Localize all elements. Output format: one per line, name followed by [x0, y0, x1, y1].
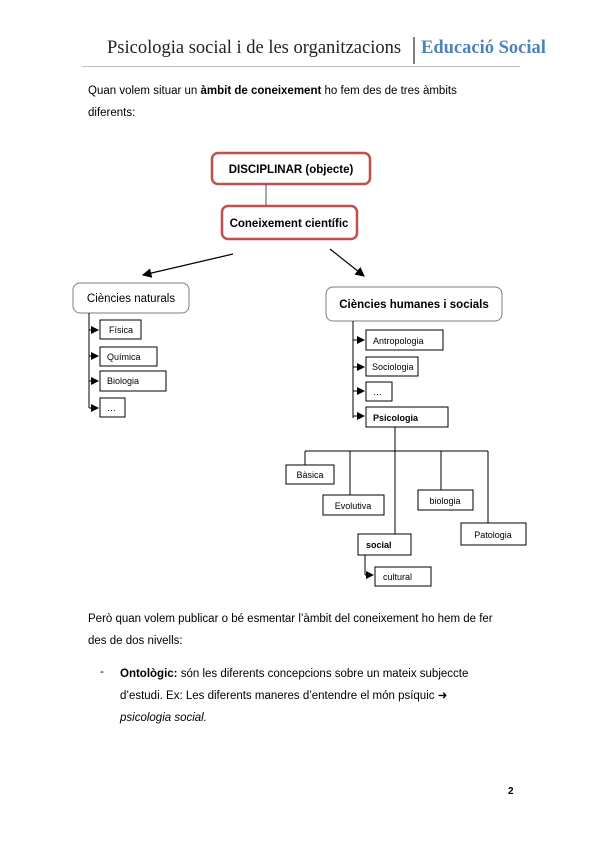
intro-text-after: ho fem des de tres àmbits [321, 85, 457, 97]
antropologia-label: Antropologia [373, 336, 424, 346]
page-number: 2 [508, 786, 514, 797]
header-separator [413, 37, 415, 64]
antropologia-box [365, 329, 444, 351]
intro-bold-term: àmbit de coneixement [200, 85, 322, 97]
human-label: Ciències humanes i socials [339, 299, 489, 311]
natural-label: Ciències naturals [87, 293, 175, 305]
natural-ellipsis-box [99, 397, 126, 418]
ontologic-term: Ontològic: [120, 668, 178, 680]
coneixement-box [220, 204, 359, 241]
psicologia-label: Psicologia [373, 413, 419, 423]
quimica-label: Química [107, 352, 141, 362]
intro-text-before: Quan volem situar un [88, 85, 201, 97]
patologia-label: Patologia [474, 530, 512, 540]
levels-line2: des de dos nivells: [88, 635, 183, 647]
biologia-psych-label: biologia [429, 496, 460, 506]
biologia-label: Biologia [107, 376, 139, 386]
psicologia-box [365, 406, 449, 428]
biologia-psych-box [417, 489, 474, 511]
patologia-box [460, 522, 527, 546]
evolutiva-box [322, 494, 385, 516]
biologia-box [99, 370, 167, 392]
social-label: social [366, 540, 392, 550]
fisica-label: Física [109, 325, 133, 335]
disciplinar-label: DISCIPLINAR (objecte) [229, 164, 354, 176]
ontologic-line2-wrap: d’estudi. Ex: Les diferents maneres d’en… [120, 685, 515, 707]
fisica-box [99, 319, 142, 340]
natural-ellipsis-label: … [107, 403, 116, 413]
intro-line2: diferents: [88, 107, 136, 119]
header-rule [82, 66, 520, 67]
social-box [357, 533, 412, 556]
bullet-dash: - [100, 666, 104, 678]
ontologic-line3: psicologia social. [120, 712, 207, 724]
basica-box [285, 464, 335, 485]
ontologic-bullet: Ontològic: són les diferents concepcions… [120, 663, 515, 729]
header-brand: Educació Social [421, 38, 546, 58]
quimica-box [99, 346, 158, 367]
basica-label: Bàsica [296, 470, 323, 480]
header-title: Psicologia social i de les organitzacion… [107, 38, 402, 58]
arrow-right [329, 248, 365, 277]
human-ellipsis-label: … [373, 387, 382, 397]
cultural-box [374, 566, 432, 587]
arrow-left [141, 253, 234, 278]
human-box [325, 286, 503, 322]
levels-line1: Però quan volem publicar o bé esmentar l… [88, 613, 493, 625]
cultural-label: cultural [383, 572, 412, 582]
disciplinar-box [210, 151, 372, 186]
ontologic-line1: són les diferents concepcions sobre un m… [180, 668, 469, 680]
coneixement-label: Coneixement científic [230, 218, 349, 230]
evolutiva-label: Evolutiva [335, 501, 372, 511]
intro-paragraph: Quan volem situar un àmbit de coneixemen… [88, 80, 515, 124]
arrow-icon: ➜ [437, 690, 448, 702]
human-ellipsis-box [365, 381, 393, 402]
ontologic-line2: d’estudi. Ex: Les diferents maneres d’en… [120, 690, 435, 702]
natural-box [72, 282, 190, 314]
sociologia-label: Sociologia [372, 362, 414, 372]
sociologia-box [365, 356, 419, 377]
levels-paragraph: Però quan volem publicar o bé esmentar l… [88, 608, 515, 652]
